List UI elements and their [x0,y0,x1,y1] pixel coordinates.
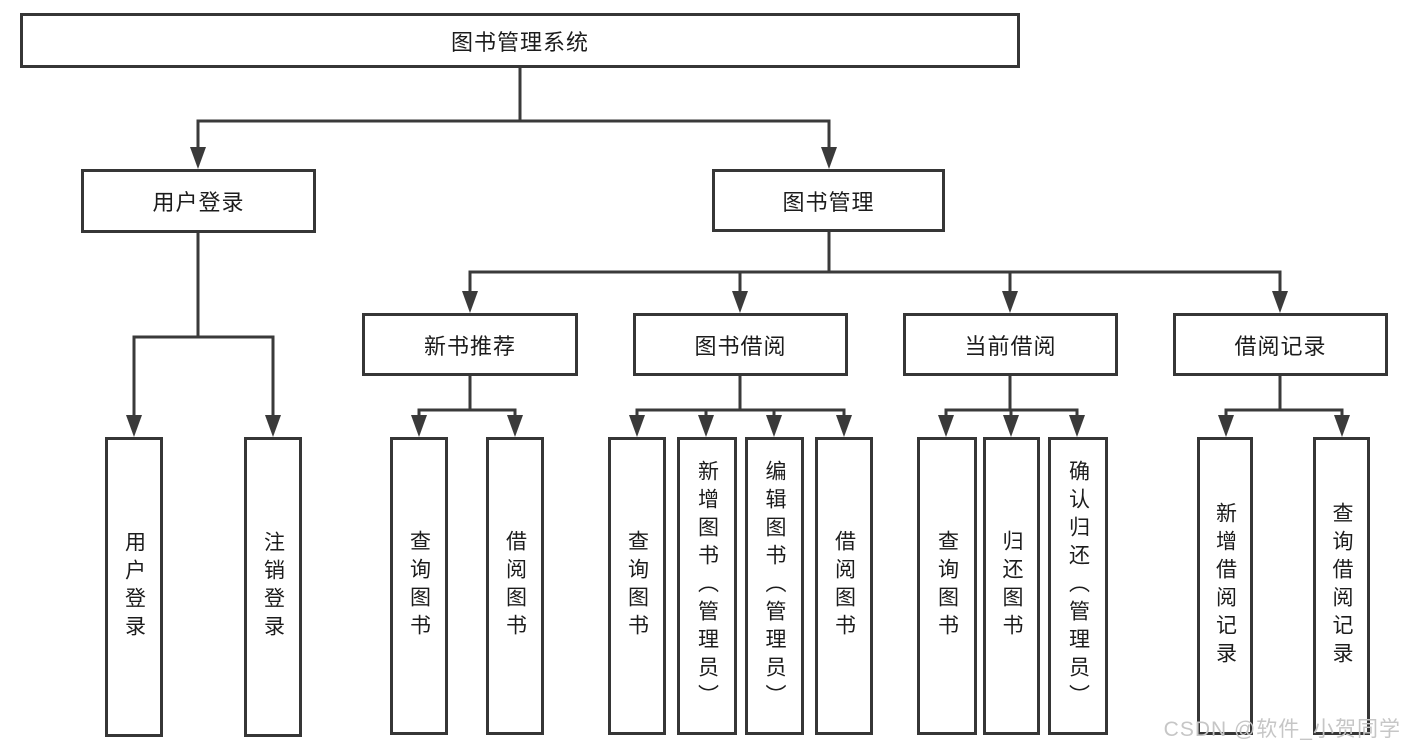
arrowhead-down-icon [1069,415,1085,437]
arrowhead-down-icon [411,415,427,437]
arrowhead-down-icon [1218,415,1234,437]
node-label: 图书管理 [782,189,875,215]
leaf-query-book-recommend: 查询图书 [390,437,448,735]
arrowhead-down-icon [821,147,837,169]
node-label: 查询图书 [625,530,649,642]
arrowhead-down-icon [507,415,523,437]
leaf-query-book-borrowing: 查询图书 [608,437,666,735]
arrowhead-down-icon [766,415,782,437]
leaf-query-book-current: 查询图书 [917,437,977,735]
connector-new-book-to-leaves [411,376,523,437]
leaf-logout: 注销登录 [244,437,302,737]
leaf-confirm-return-admin: 确认归还（管理员） [1048,437,1108,735]
node-label: 用户登录 [122,531,146,643]
node-borrowing-records: 借阅记录 [1173,313,1388,376]
node-library-management-system: 图书管理系统 [20,13,1020,68]
leaf-borrow-book-recommend: 借阅图书 [486,437,544,735]
node-label: 图书借阅 [694,333,787,359]
arrowhead-down-icon [938,415,954,437]
leaf-add-borrow-record: 新增借阅记录 [1197,437,1253,735]
leaf-borrow-book: 借阅图书 [815,437,873,735]
node-book-borrowing: 图书借阅 [633,313,848,376]
node-label: 归还图书 [1000,530,1023,642]
node-label: 借阅图书 [503,530,527,642]
leaf-add-book-admin: 新增图书（管理员） [677,437,737,735]
node-label: 用户登录 [152,190,245,215]
node-label: 新增图书（管理员） [695,460,719,712]
arrowhead-down-icon [265,415,281,437]
node-label: 图书管理系统 [450,29,589,55]
arrowhead-down-icon [1272,291,1288,313]
arrowhead-down-icon [126,415,142,437]
node-label: 查询图书 [935,530,959,642]
connector-root-to-level2 [190,68,837,169]
leaf-return-book: 归还图书 [983,437,1040,735]
arrowhead-down-icon [1003,415,1019,437]
arrowhead-down-icon [732,291,748,313]
node-current-borrowing: 当前借阅 [903,313,1118,376]
arrowhead-down-icon [190,147,206,169]
arrowhead-down-icon [629,415,645,437]
connector-user-login-to-leaves [126,233,281,437]
node-user-login: 用户登录 [81,169,316,233]
connector-book-borrow-to-leaves [629,376,852,437]
arrowhead-down-icon [1334,415,1350,437]
node-label: 当前借阅 [964,333,1057,359]
arrowhead-down-icon [836,415,852,437]
leaf-user-login: 用户登录 [105,437,163,737]
csdn-watermark: CSDN @软件_小贺同学 [1163,718,1401,741]
node-label: 注销登录 [261,531,285,643]
leaf-query-borrow-record: 查询借阅记录 [1313,437,1370,735]
node-new-book-recommendation: 新书推荐 [362,313,578,376]
node-label: 借阅图书 [832,530,856,642]
node-label: 确认归还（管理员） [1066,460,1090,712]
connector-book-management-to-level3 [462,232,1288,313]
connector-borrow-record-to-leaves [1218,376,1350,437]
node-label: 编辑图书（管理员） [763,460,786,712]
arrowhead-down-icon [698,415,714,437]
node-label: 新增借阅记录 [1213,502,1237,670]
node-book-management: 图书管理 [712,169,945,232]
arrowhead-down-icon [1002,291,1018,313]
arrowhead-down-icon [462,291,478,313]
node-label: 查询借阅记录 [1330,502,1353,670]
node-label: 借阅记录 [1234,333,1327,359]
node-label: 新书推荐 [423,333,516,359]
leaf-edit-book-admin: 编辑图书（管理员） [745,437,804,735]
connector-current-borrow-to-leaves [938,376,1085,437]
node-label: 查询图书 [407,530,431,642]
